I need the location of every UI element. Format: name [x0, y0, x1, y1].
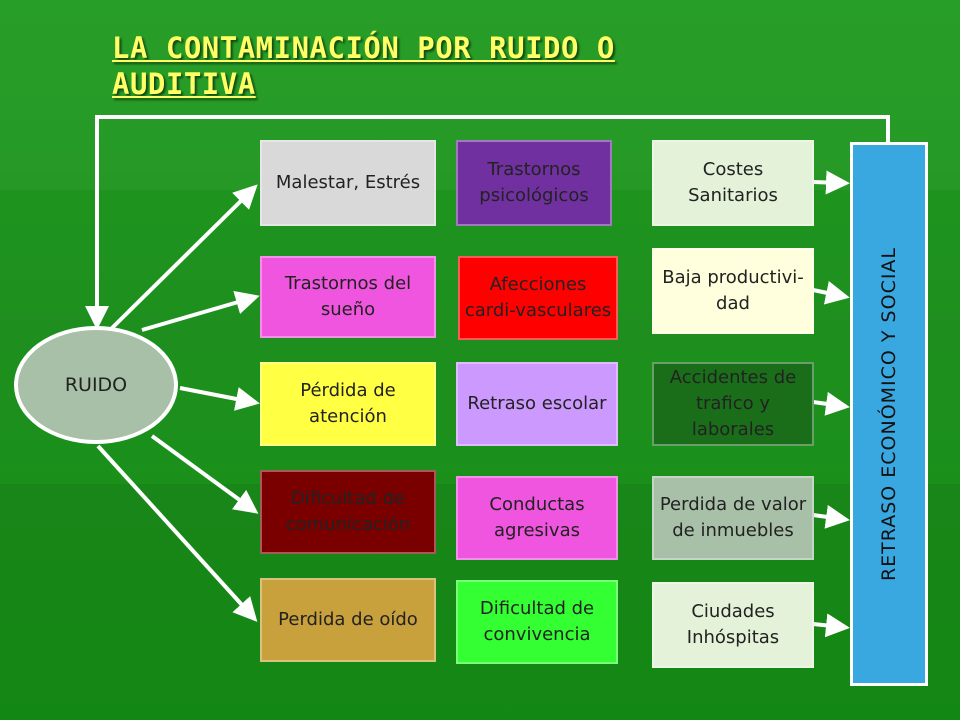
arrow-to-dificultad-comunicacion: [150, 434, 259, 514]
box-label: Costes Sanitarios: [688, 159, 778, 206]
box-label: Trastornos del sueño: [284, 273, 412, 320]
box-label: Afecciones cardi-vasculares: [464, 274, 612, 321]
arrow-baja-to-bar: [812, 281, 850, 305]
arrow-ciudades-to-bar: [812, 613, 850, 638]
box-label: Retraso escolar: [467, 393, 607, 414]
effect-ciudades-inhospitas: Ciudades Inhóspitas: [652, 582, 814, 668]
arrow-to-perdida-oido: [96, 444, 258, 622]
effect-perdida-oido: Perdida de oído: [260, 578, 436, 662]
effect-dificultad-comunicacion: Dificultad de comunicación: [260, 470, 436, 554]
box-label: Perdida de valor de inmuebles: [659, 494, 807, 541]
ruido-node: RUIDO: [14, 326, 178, 444]
box-label: Conductas agresivas: [489, 494, 585, 541]
effect-malestar-estres: Malestar, Estrés: [260, 140, 436, 226]
effect-costes-sanitarios: Costes Sanitarios: [652, 140, 814, 226]
effect-trastornos-sueno: Trastornos del sueño: [260, 256, 436, 338]
box-label: Malestar, Estrés: [275, 172, 421, 193]
effect-conductas-agresivas: Conductas agresivas: [456, 476, 618, 560]
effect-perdida-valor-inmuebles: Perdida de valor de inmuebles: [652, 476, 814, 560]
effect-dificultad-convivencia: Dificultad de convivencia: [456, 580, 618, 664]
outcome-bar: RETRASO ECONÓMICO Y SOCIAL: [850, 142, 928, 686]
arrow-to-perdida-atencion: [179, 386, 260, 411]
arrow-costes-to-bar: [812, 170, 850, 195]
arrow-to-malestar: [108, 184, 258, 332]
feedback-loop-arrow: [85, 115, 890, 330]
arrow-accidentes-to-bar: [812, 391, 850, 416]
box-label: Accidentes de trafico y laborales: [669, 367, 797, 440]
outcome-bar-label: RETRASO ECONÓMICO Y SOCIAL: [878, 246, 900, 582]
effect-trastornos-psicologicos: Trastornos psicológicos: [456, 140, 612, 226]
box-label: Trastornos psicológicos: [479, 159, 589, 206]
arrow-perdida-valor-to-bar: [812, 504, 850, 529]
effect-baja-productividad: Baja productivi-dad: [652, 248, 814, 334]
effect-afecciones-cardiovasculares: Afecciones cardi-vasculares: [458, 256, 618, 340]
effect-retraso-escolar: Retraso escolar: [456, 362, 618, 446]
effect-accidentes-trafico: Accidentes de trafico y laborales: [652, 362, 814, 446]
effect-perdida-atencion: Pérdida de atención: [260, 362, 436, 446]
box-label: Dificultad de comunicación: [285, 488, 411, 535]
box-label: Dificultad de convivencia: [479, 598, 595, 645]
box-label: Pérdida de atención: [300, 380, 396, 427]
slide-title: LA CONTAMINACIÓN POR RUIDO O AUDITIVA: [112, 31, 615, 101]
box-label: Perdida de oído: [278, 609, 418, 630]
ruido-label: RUIDO: [64, 374, 128, 396]
box-label: Baja productivi-dad: [662, 267, 804, 314]
box-label: Ciudades Inhóspitas: [686, 601, 780, 648]
arrow-to-trastornos-sueno: [141, 290, 260, 332]
